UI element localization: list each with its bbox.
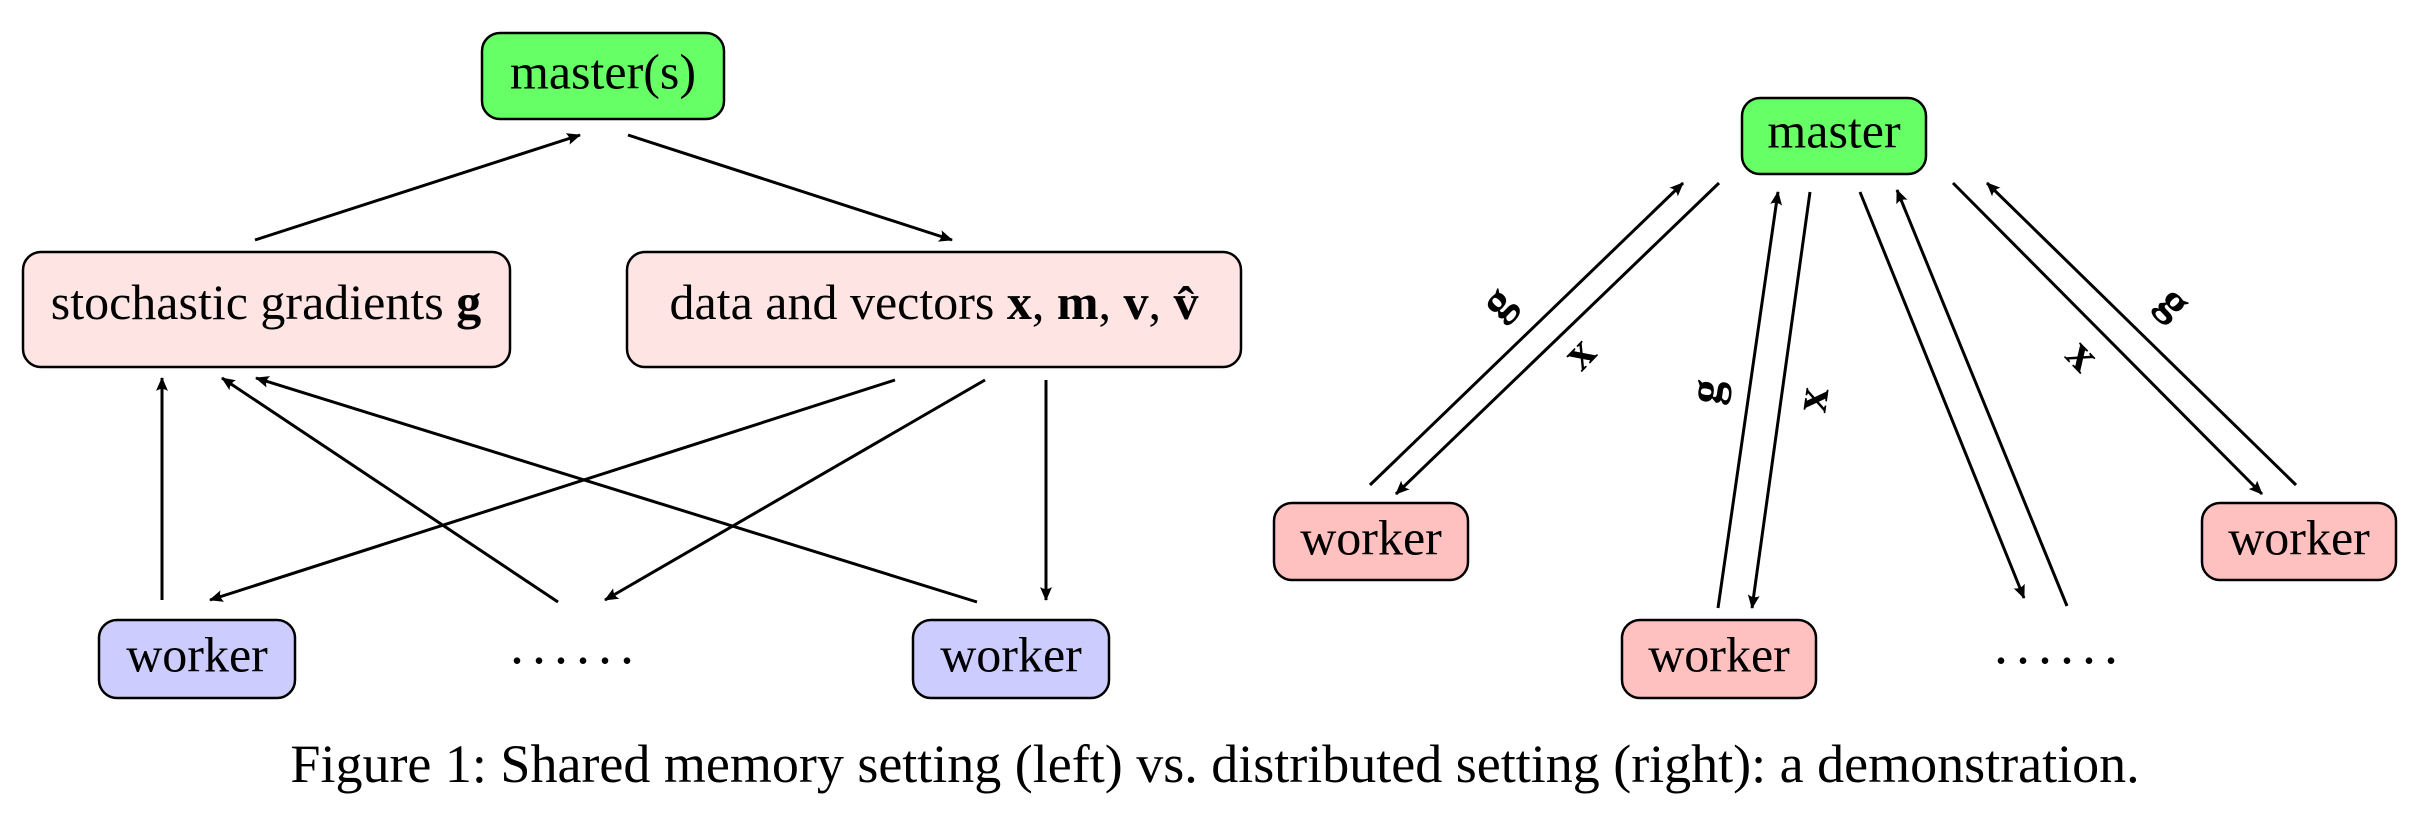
shared-worker-right-node: worker (911, 618, 1111, 700)
vector-v-symbol: v (1124, 274, 1149, 330)
data-vectors-prefix: data and vectors (669, 274, 1006, 330)
edge-worker-right-to-master (1985, 181, 2298, 487)
distributed-master-node: master (1740, 96, 1928, 176)
vector-vhat-symbol: v̂ (1174, 274, 1199, 330)
edge-label-x-center: x (1784, 384, 1840, 415)
figure-caption-gap (487, 734, 501, 794)
distributed-worker-left-box (1272, 501, 1470, 582)
edge-label-x-left: x (1551, 326, 1606, 380)
edge-dots-to-gradients (221, 376, 559, 604)
figure-caption-label: Figure 1: (290, 734, 487, 794)
edge-master-to-data (627, 133, 953, 242)
shared-worker-left-node: worker (97, 618, 297, 700)
shared-workers-ellipsis: ...... (510, 614, 642, 676)
edge-master-to-worker-left (1394, 181, 1721, 496)
vector-m-symbol: m (1057, 274, 1099, 330)
shared-worker-left-box (97, 618, 297, 700)
distributed-worker-left-node: worker (1272, 501, 1470, 582)
stochastic-gradients-box (21, 250, 512, 369)
edge-data-to-worker-left (209, 378, 896, 602)
distributed-workers-ellipsis: ...... (1994, 614, 2126, 676)
edge-label-g-right: g (2148, 275, 2203, 329)
edge-label-x-right: x (2056, 328, 2111, 382)
stochastic-gradients-prefix: stochastic gradients (51, 274, 456, 330)
distributed-worker-right-label: worker (2228, 509, 2370, 565)
shared-worker-right-label: worker (940, 626, 1082, 682)
vector-x-symbol: x (1007, 274, 1032, 330)
edge-master-to-dots (1858, 191, 2026, 599)
distributed-worker-center-node: worker (1620, 618, 1818, 700)
shared-worker-left-label: worker (126, 626, 268, 682)
data-vectors-node: data and vectors x, m, v, v̂ (625, 250, 1243, 369)
distributed-worker-right-box (2200, 501, 2398, 582)
edge-label-g-left: g (1469, 275, 1524, 329)
vector-sep-2: , (1099, 274, 1124, 330)
data-vectors-label: data and vectors x, m, v, v̂ (669, 274, 1198, 330)
distributed-master-label: master (1767, 102, 1901, 158)
distributed-master-box (1740, 96, 1928, 176)
edge-label-g-center: g (1678, 376, 1734, 407)
edge-worker-right-to-gradients (255, 376, 978, 604)
stochastic-gradients-label: stochastic gradients g (51, 274, 481, 330)
distributed-worker-center-box (1620, 618, 1818, 700)
shared-memory-diagram: master(s) stochastic gradients g data an… (21, 31, 1243, 700)
shared-worker-right-box (911, 618, 1111, 700)
shared-master-node: master(s) (480, 31, 726, 121)
figure-caption: Figure 1: Shared memory setting (left) v… (290, 734, 2139, 794)
distributed-worker-left-label: worker (1300, 509, 1442, 565)
edge-dots-to-master (1895, 189, 2069, 607)
figure-caption-text: Shared memory setting (left) vs. distrib… (500, 734, 2139, 794)
stochastic-gradients-node: stochastic gradients g (21, 250, 512, 369)
edge-worker-center-to-master (1716, 191, 1783, 609)
distributed-worker-center-label: worker (1648, 626, 1790, 682)
edge-master-to-worker-center (1747, 191, 1812, 609)
data-vectors-box (625, 250, 1243, 369)
gradient-symbol: g (456, 274, 481, 330)
distributed-worker-right-node: worker (2200, 501, 2398, 582)
edge-gradients-to-master (254, 133, 581, 242)
vector-sep-1: , (1032, 274, 1057, 330)
shared-master-label: master(s) (510, 43, 696, 99)
edge-worker-left-to-master (1368, 181, 1685, 487)
edge-master-to-worker-right (1951, 181, 2264, 496)
distributed-diagram: master worker worker ...... worker g x g (1272, 96, 2398, 700)
edge-data-to-dots (604, 378, 986, 602)
shared-master-box (480, 31, 726, 121)
vector-sep-3: , (1149, 274, 1174, 330)
